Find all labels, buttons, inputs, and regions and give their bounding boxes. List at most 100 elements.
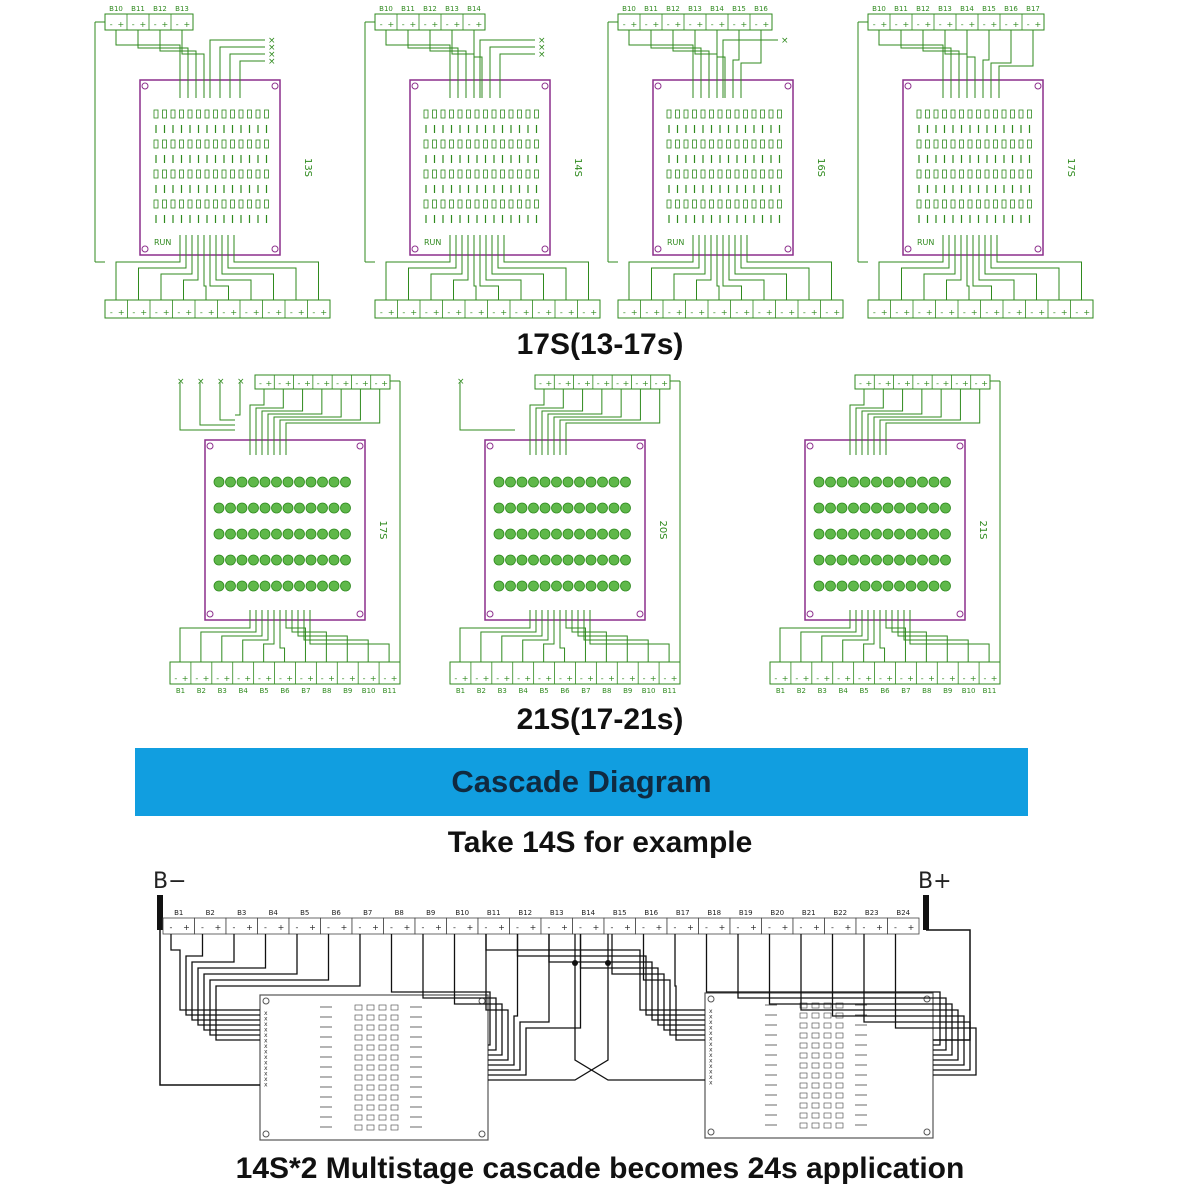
resistor (967, 139, 973, 149)
led-indicator (340, 554, 351, 566)
led-indicator (585, 502, 597, 514)
cascade-footer: 14S*2 Multistage cascade becomes 24s app… (235, 1152, 965, 1185)
terminal-sign: - (548, 923, 551, 932)
header-pin: x (709, 1069, 713, 1076)
resistor (366, 1074, 375, 1081)
balance-wire (309, 610, 390, 662)
terminal-sign: + (1038, 308, 1045, 317)
terminal-label: B10 (872, 5, 886, 13)
cascade-wire (579, 934, 705, 1026)
led-indicator (597, 476, 608, 488)
resistor (213, 199, 218, 209)
balance-wire (138, 235, 187, 300)
terminal-sign: - (216, 674, 219, 683)
cell-label: B17 (676, 909, 690, 917)
unused-wire-cross: × (177, 377, 185, 387)
terminal-sign: - (264, 923, 267, 932)
balance-wire (200, 610, 257, 662)
resistor (366, 1064, 375, 1071)
resistor (743, 139, 748, 149)
resistor (811, 1072, 820, 1079)
terminal-sign: - (222, 308, 225, 317)
resistor (835, 1052, 844, 1059)
resistor (500, 199, 505, 209)
section-21s-diagrams: -+-+-+-+-+-+-+17S××××-+B1-+B2-+B3-+B4-+B… (169, 374, 1001, 695)
led-indicator (248, 554, 259, 566)
terminal-label: B5 (539, 687, 548, 695)
led-indicator (859, 528, 871, 540)
mount-hole (262, 997, 270, 1005)
terminal-sign: - (258, 674, 261, 683)
cascade-wire (159, 930, 260, 1086)
resistor (366, 1084, 375, 1091)
terminal-sign: + (431, 20, 438, 29)
terminal-label: B6 (280, 687, 290, 695)
terminal-sign: + (185, 308, 192, 317)
terminal-sign: + (388, 308, 395, 317)
balance-wire (385, 30, 451, 98)
led-indicator (271, 554, 282, 566)
cascade-wire (768, 934, 953, 1056)
terminal-label: B10 (109, 5, 123, 13)
resistor (204, 199, 210, 209)
resistor (204, 169, 210, 179)
led-indicator (620, 476, 631, 488)
led-indicator (539, 554, 551, 566)
led-indicator (213, 580, 225, 592)
cascade-wire (422, 934, 497, 1051)
mount-hole (1034, 82, 1042, 90)
balance-wire (242, 610, 269, 662)
unused-wire (199, 382, 235, 426)
cell-label: B7 (363, 909, 372, 917)
resistor (675, 139, 680, 149)
balance-wire (501, 610, 543, 662)
resistor (799, 1062, 808, 1069)
balance-wire (459, 610, 531, 662)
terminal-label: B11 (663, 687, 677, 695)
cell-label: B13 (550, 909, 564, 917)
led-indicator (836, 580, 848, 592)
header-pin: x (264, 1043, 268, 1050)
terminal-sign: - (468, 20, 471, 29)
led-indicator (574, 528, 585, 540)
terminal-sign: + (788, 308, 795, 317)
led-indicator (271, 528, 282, 540)
terminal-sign: + (320, 308, 327, 317)
cascade-wire (831, 934, 965, 1066)
mount-hole (707, 1128, 715, 1136)
led-indicator (928, 476, 940, 488)
mount-hole (411, 245, 419, 253)
resistor (835, 1082, 844, 1089)
resistor (835, 1122, 844, 1129)
mount-hole (486, 610, 494, 618)
balance-wire (628, 235, 694, 300)
terminal-sign: - (174, 674, 177, 683)
led-indicator (539, 476, 551, 488)
terminal-sign: + (409, 20, 416, 29)
resistor (491, 199, 497, 209)
resistor (811, 1082, 820, 1089)
led-indicator (493, 554, 505, 566)
terminal-sign: - (170, 923, 173, 932)
resistor (170, 139, 176, 149)
cascade-wire (800, 934, 959, 1061)
resistor (675, 169, 680, 179)
terminal-label: B16 (1004, 5, 1018, 13)
mount-hole (356, 610, 364, 618)
terminal-label: B8 (602, 687, 611, 695)
resistor (517, 109, 522, 119)
balance-wire (740, 235, 810, 300)
resistor (196, 199, 201, 209)
resistor (354, 1114, 363, 1121)
cascade-wire (674, 934, 705, 1041)
header-pin: x (709, 1030, 713, 1037)
balance-wire (529, 389, 545, 455)
led-indicator (597, 502, 608, 514)
resistor (1001, 109, 1007, 119)
resistor (508, 139, 514, 149)
led-indicator (259, 476, 271, 488)
terminal-sign: + (948, 308, 955, 317)
resistor (823, 1102, 832, 1109)
resistor (213, 169, 218, 179)
